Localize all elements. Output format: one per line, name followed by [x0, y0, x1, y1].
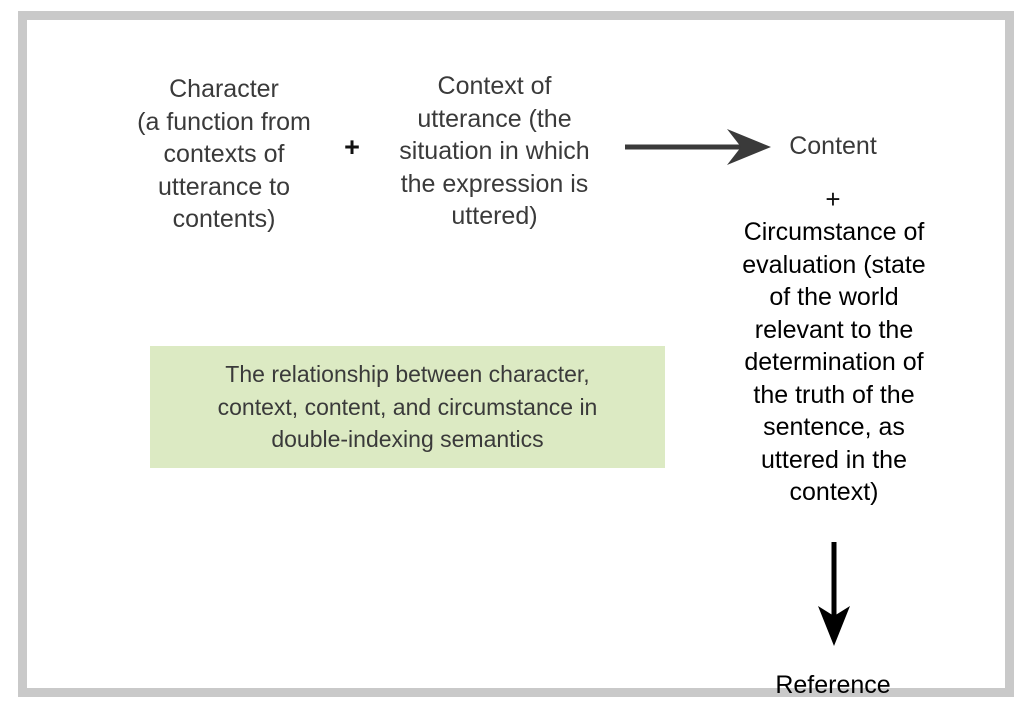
arrow-down-head [818, 606, 850, 646]
plus-operator-character-context: + [344, 132, 360, 162]
node-reference: Reference [775, 671, 891, 699]
plus-operator-content-circumstance: + [825, 184, 841, 214]
arrow-right-head [727, 129, 771, 165]
node-character: Character (a function from contexts of u… [137, 75, 311, 233]
figure-canvas: Character (a function from contexts of u… [27, 20, 1005, 699]
arrow-down-icon [818, 542, 850, 646]
node-circumstance-of-evaluation: Circumstance of evaluation (state of the… [742, 218, 926, 506]
node-context-of-utterance: Context of utterance (the situation in w… [399, 72, 590, 230]
figure-frame: Character (a function from contexts of u… [18, 11, 1014, 699]
node-content: Content [789, 132, 877, 160]
arrow-right-icon [625, 129, 771, 165]
caption-box: The relationship between character, cont… [150, 346, 665, 468]
caption-text: The relationship between character, cont… [217, 361, 598, 453]
